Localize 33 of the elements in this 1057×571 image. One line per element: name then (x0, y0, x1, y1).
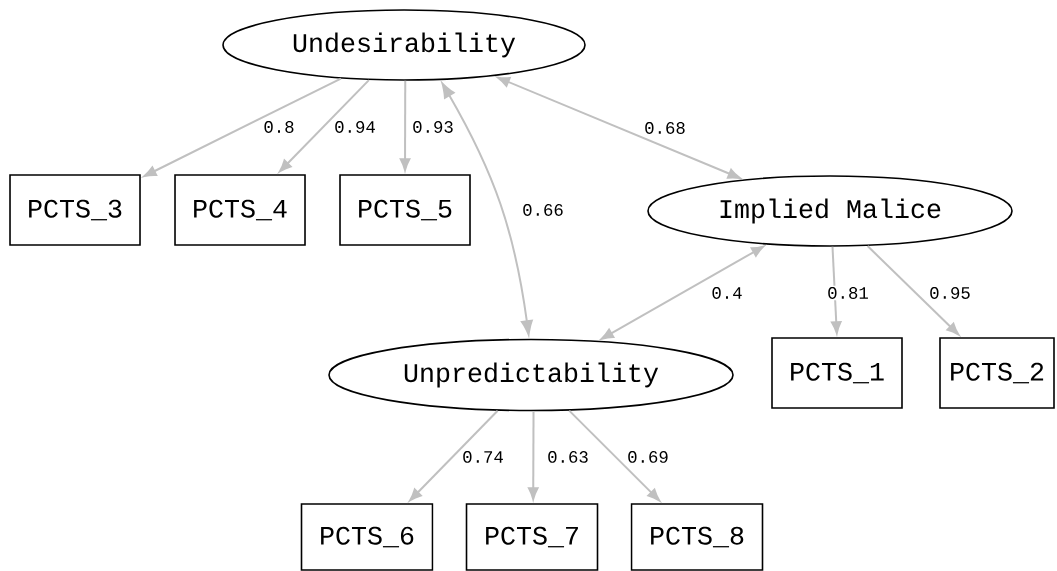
edge-label: 0.4 (710, 285, 744, 301)
edge-label: 0.63 (545, 449, 591, 465)
edge-label: 0.95 (927, 285, 973, 301)
variable-box: PCTS_5 (339, 174, 471, 246)
arrow (528, 410, 539, 501)
edge-label: 0.93 (410, 119, 456, 135)
edge-label: 0.8 (262, 119, 296, 135)
edge-label: 0.69 (625, 449, 671, 465)
variable-box: PCTS_4 (174, 174, 306, 246)
variable-box: PCTS_2 (939, 337, 1055, 409)
ellipse-node: Implied Malice (647, 175, 1013, 247)
variable-box: PCTS_8 (630, 503, 764, 571)
ellipse-node: Unpredictability (328, 338, 734, 412)
ellipse-node: Undesirability (222, 9, 586, 81)
arrow (399, 79, 411, 172)
arrow (600, 245, 765, 340)
variable-box: PCTS_7 (465, 503, 599, 571)
edge-label: 0.66 (520, 202, 566, 218)
arrow (278, 79, 370, 173)
edge-label: 0.81 (825, 285, 871, 301)
arrow (497, 76, 741, 179)
variable-box: PCTS_6 (300, 503, 434, 571)
edge-label: 0.68 (642, 120, 688, 136)
arrow (831, 245, 842, 335)
edge-label: 0.94 (332, 119, 378, 135)
variable-box: PCTS_1 (771, 337, 903, 409)
variable-box: PCTS_3 (9, 174, 141, 246)
arrow (568, 409, 661, 502)
arrow (866, 245, 960, 336)
arrow (409, 409, 499, 502)
arrow (143, 77, 342, 178)
arrow (441, 82, 533, 336)
edge-label: 0.74 (460, 449, 506, 465)
